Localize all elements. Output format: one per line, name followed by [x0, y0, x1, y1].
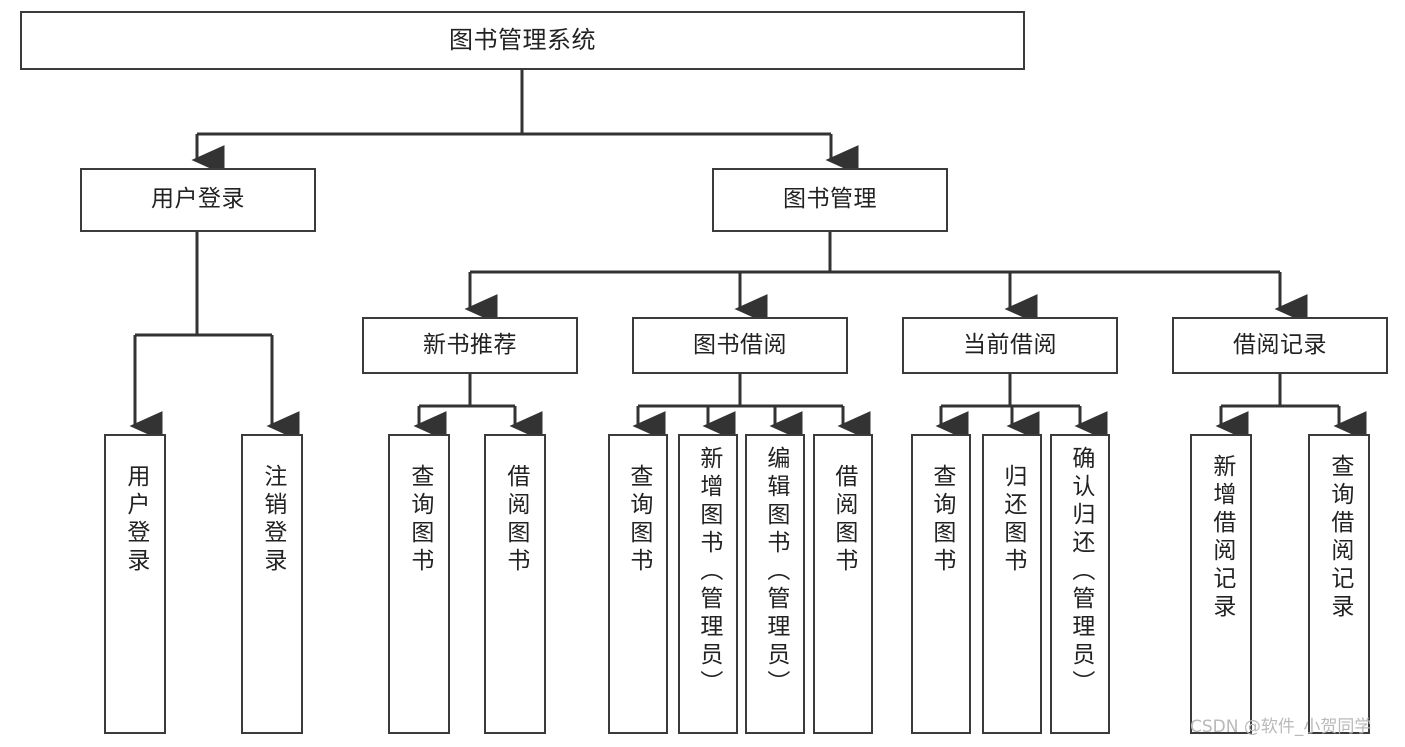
- node-leaf-borrow-book-2-label: 借阅图书: [830, 464, 857, 576]
- node-leaf-query-book-3-label: 查询图书: [928, 464, 955, 576]
- node-user-login[interactable]: 用户登录: [80, 168, 316, 232]
- node-leaf-user-login[interactable]: 用户登录: [104, 434, 166, 734]
- node-book-borrow-label: 图书借阅: [693, 331, 787, 358]
- node-book-borrow[interactable]: 图书借阅: [632, 317, 848, 374]
- node-leaf-borrow-book-1-label: 借阅图书: [502, 464, 529, 576]
- node-leaf-return-book-label: 归还图书: [999, 464, 1026, 576]
- node-leaf-borrow-book-1[interactable]: 借阅图书: [484, 434, 546, 734]
- node-book-manage[interactable]: 图书管理: [712, 168, 948, 232]
- node-leaf-logout[interactable]: 注销登录: [241, 434, 303, 734]
- node-leaf-borrow-book-2[interactable]: 借阅图书: [813, 434, 873, 734]
- node-leaf-add-record-label: 新增借阅记录: [1208, 454, 1235, 622]
- node-leaf-confirm-return-label: 确认归还（管理员）: [1067, 446, 1094, 698]
- node-leaf-logout-label: 注销登录: [259, 464, 286, 576]
- node-leaf-query-book-2[interactable]: 查询图书: [608, 434, 668, 734]
- node-leaf-query-book-3[interactable]: 查询图书: [911, 434, 971, 734]
- csdn-watermark: CSDN @软件_小贺同学: [1190, 717, 1372, 737]
- node-book-manage-label: 图书管理: [783, 186, 877, 213]
- node-leaf-user-login-label: 用户登录: [122, 464, 149, 576]
- node-current-borrow-label: 当前借阅: [963, 331, 1057, 358]
- node-leaf-query-record[interactable]: 查询借阅记录: [1308, 434, 1370, 734]
- node-leaf-add-book-label: 新增图书（管理员）: [695, 446, 722, 698]
- node-borrow-record[interactable]: 借阅记录: [1172, 317, 1388, 374]
- node-new-book-rec-label: 新书推荐: [423, 331, 517, 358]
- node-leaf-query-book-2-label: 查询图书: [625, 464, 652, 576]
- node-borrow-record-label: 借阅记录: [1233, 331, 1327, 358]
- node-root[interactable]: 图书管理系统: [20, 11, 1025, 70]
- node-leaf-query-book-1[interactable]: 查询图书: [388, 434, 450, 734]
- node-leaf-add-book[interactable]: 新增图书（管理员）: [678, 434, 738, 734]
- node-user-login-label: 用户登录: [151, 186, 245, 213]
- node-leaf-confirm-return[interactable]: 确认归还（管理员）: [1050, 434, 1110, 734]
- node-leaf-edit-book-label: 编辑图书（管理员）: [762, 446, 789, 698]
- node-leaf-query-record-label: 查询借阅记录: [1326, 454, 1353, 622]
- node-new-book-rec[interactable]: 新书推荐: [362, 317, 578, 374]
- node-leaf-query-book-1-label: 查询图书: [406, 464, 433, 576]
- node-leaf-add-record[interactable]: 新增借阅记录: [1190, 434, 1252, 734]
- node-root-label: 图书管理系统: [449, 26, 596, 55]
- node-current-borrow[interactable]: 当前借阅: [902, 317, 1118, 374]
- node-leaf-return-book[interactable]: 归还图书: [982, 434, 1042, 734]
- node-leaf-edit-book[interactable]: 编辑图书（管理员）: [745, 434, 805, 734]
